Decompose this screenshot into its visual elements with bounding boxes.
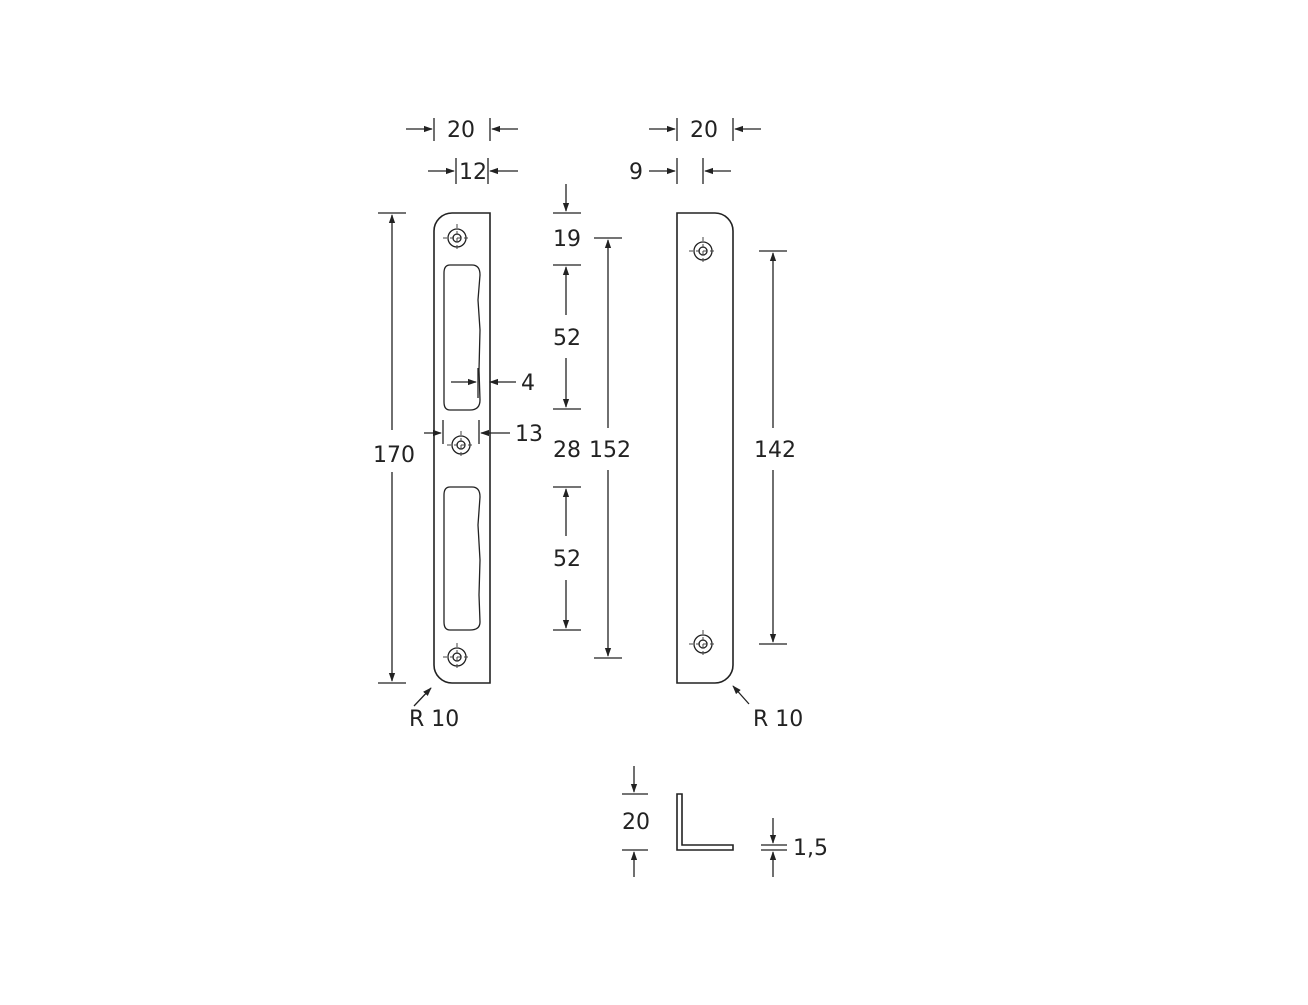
dim-slot-4: 4 [451, 368, 535, 398]
label-spacing-52-top: 52 [553, 326, 581, 351]
dim-radius-left: R 10 [409, 687, 459, 732]
left-strike-plate [433, 212, 491, 684]
label-profile-20: 20 [622, 810, 650, 835]
angle-profile [676, 793, 734, 851]
dim-right-width-20: 20 [649, 118, 761, 143]
label-height-170: 170 [373, 443, 415, 468]
lower-slot [443, 486, 481, 631]
dim-hole-13: 13 [424, 420, 543, 447]
right-cover-plate [676, 212, 734, 684]
screw-hole-right-bottom [689, 630, 717, 658]
label-right-width-20: 20 [690, 118, 718, 143]
dim-height-170: 170 [373, 212, 415, 684]
label-left-width-12: 12 [459, 160, 487, 185]
dim-thickness-1-5: 1,5 [761, 818, 828, 877]
dim-right-offset-9: 9 [629, 158, 731, 185]
label-radius-right: R 10 [753, 707, 803, 732]
label-thickness-1-5: 1,5 [793, 836, 828, 861]
screw-hole-top [443, 224, 471, 252]
label-spacing-28: 28 [553, 438, 581, 463]
dim-radius-right: R 10 [732, 685, 803, 732]
label-spacing-142: 142 [754, 438, 796, 463]
label-right-offset-9: 9 [629, 160, 643, 185]
dim-left-width-20: 20 [406, 118, 518, 143]
label-left-width-20: 20 [447, 118, 475, 143]
dim-chain-spacings: 19 52 28 52 152 [553, 184, 631, 659]
screw-hole-bottom [443, 643, 471, 671]
label-spacing-19: 19 [553, 227, 581, 252]
dim-left-width-12: 12 [428, 158, 518, 185]
upper-slot [443, 264, 481, 411]
label-spacing-152: 152 [589, 438, 631, 463]
label-spacing-52-bottom: 52 [553, 547, 581, 572]
label-hole-13: 13 [515, 422, 543, 447]
screw-hole-right-top [689, 237, 717, 265]
label-slot-4: 4 [521, 371, 535, 396]
label-radius-left: R 10 [409, 707, 459, 732]
dim-profile-20: 20 [622, 766, 650, 877]
dim-spacing-142: 142 [754, 250, 796, 645]
screw-hole-middle [447, 431, 475, 459]
